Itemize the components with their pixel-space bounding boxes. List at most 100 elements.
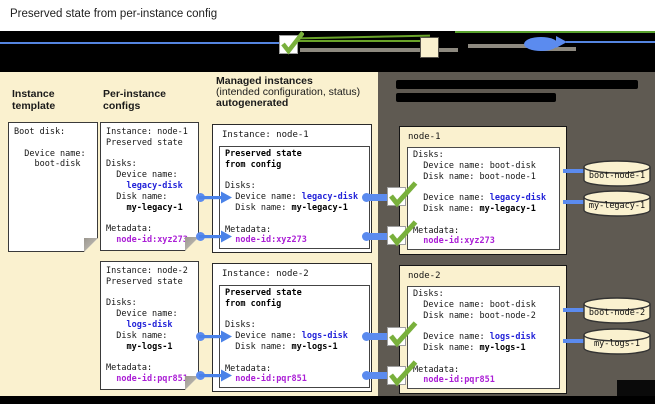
code-line: Device name: boot-disk (413, 160, 536, 171)
code-line: Disk name: (106, 191, 168, 202)
disk-link (563, 169, 584, 173)
code-line: my-legacy-1 (126, 202, 183, 213)
code-line: Disks: (106, 159, 137, 170)
illegible-heading-line (396, 93, 556, 102)
legend-green-line (298, 40, 430, 42)
managed-header-title: Managed instances (216, 75, 313, 87)
connector-line-blue (0, 42, 280, 44)
instance-template-doc: Boot disk: Device name: boot-disk (8, 122, 98, 252)
code-line: Metadata: (413, 225, 460, 236)
code-line: Disk name: (106, 330, 168, 341)
vm-box-node-2: node-2 Disks: Device name: boot-disk Dis… (399, 265, 567, 394)
code-line: Device name: boot-disk (413, 299, 536, 310)
check-icon (386, 219, 418, 247)
code-line: my-logs-1 (126, 341, 173, 352)
managed-instance-label: Instance: node-2 (222, 269, 309, 279)
code-line: Device name: logs-disk (413, 332, 536, 343)
disk-link (563, 339, 584, 343)
legend-green-line (297, 34, 431, 40)
legend-gray-dash (300, 48, 458, 52)
code-line (413, 215, 559, 226)
check-icon (386, 180, 418, 208)
disk-cylinder-my-logs-1: my-logs-1 (583, 328, 651, 356)
vm-box-node-1: node-1 Disks: Device name: boot-disk Dis… (399, 126, 567, 255)
code-line: Disk name: my-logs-1 (413, 342, 526, 353)
legend-arrow-icon (556, 36, 567, 48)
code-line: Disk name: boot-node-1 (413, 171, 536, 182)
code-line (225, 214, 369, 225)
code-line: Metadata: (106, 224, 153, 235)
code-line: Device name: legacy-disk (413, 193, 547, 204)
code-line (106, 288, 196, 299)
arrow-right-icon (199, 191, 232, 204)
legend-disk-icon (524, 37, 558, 51)
code-line: from config (225, 159, 282, 170)
code-line (106, 149, 196, 160)
code-line: Device name: logs-disk (225, 331, 348, 342)
connector-link (366, 233, 394, 240)
column-header-template: Instance template (12, 88, 56, 112)
connector-link (366, 333, 394, 340)
code-line: Disks: (413, 289, 444, 299)
code-line: from config (225, 298, 282, 309)
vm-name: node-1 (408, 132, 441, 142)
code-line: Disk name: my-legacy-1 (413, 203, 536, 214)
code-line: Disk name: my-logs-1 (225, 341, 338, 352)
disk-cylinder-boot-node-1: boot-node-1 (583, 160, 651, 188)
panel-corner-shadow (617, 380, 655, 396)
code-line: Disks: (225, 181, 256, 192)
code-line: boot-disk (14, 159, 81, 170)
code-line (413, 354, 559, 365)
code-line: Disk name: my-legacy-1 (225, 202, 348, 213)
column-header-managed: Managed instances (intended configuratio… (216, 76, 376, 109)
code-line: node-id:pqr851 (116, 373, 188, 384)
check-icon (386, 320, 418, 348)
code-line: Metadata: (225, 224, 272, 235)
disk-link (563, 308, 584, 312)
legend-strip (0, 31, 655, 72)
arrow-right-icon (199, 330, 232, 343)
code-line (225, 171, 369, 182)
code-line: Instance: node-2 (106, 266, 188, 276)
column-header-per-instance: Per-instance configs (103, 88, 167, 112)
code-line: Metadata: (106, 363, 153, 374)
code-line (413, 182, 559, 193)
connector-link (366, 372, 394, 379)
code-line: node-id:xyz273 (423, 236, 495, 247)
code-line: Metadata: (413, 364, 460, 375)
disk-label: my-legacy-1 (588, 201, 646, 211)
disk-cylinder-boot-node-2: boot-node-2 (583, 297, 651, 325)
code-line: node-id:xyz273 (235, 235, 307, 246)
code-line (14, 138, 95, 149)
managed-header-sub: (intended configuration, status) (216, 86, 361, 98)
disk-label: my-logs-1 (593, 339, 641, 349)
doc-content: Boot disk: Device name: boot-disk (14, 127, 95, 170)
legend-config-swatch (420, 37, 439, 58)
code-line: Preserved state (106, 276, 183, 287)
managed-header-note: autogenerated (216, 97, 289, 109)
disk-link (563, 200, 584, 204)
code-line (413, 321, 559, 332)
arrow-right-icon (199, 230, 232, 243)
code-line: Preserved state (106, 137, 183, 148)
disk-cylinder-my-legacy-1: my-legacy-1 (583, 190, 651, 218)
connector-line-blue (566, 41, 655, 43)
legend-gray-dash (468, 44, 556, 48)
code-line: Metadata: (225, 363, 272, 374)
code-line: node-id:xyz273 (116, 234, 188, 245)
diagram-title: Preserved state from per-instance config (10, 8, 218, 20)
code-line: Disks: (413, 150, 444, 160)
code-line: Device name: (14, 148, 86, 159)
code-line (225, 310, 369, 321)
disk-label: boot-node-2 (588, 308, 646, 318)
code-line: Disks: (106, 298, 137, 309)
vm-config-box: Disks: Device name: boot-disk Disk name:… (407, 147, 560, 250)
illegible-heading-line (396, 80, 638, 89)
